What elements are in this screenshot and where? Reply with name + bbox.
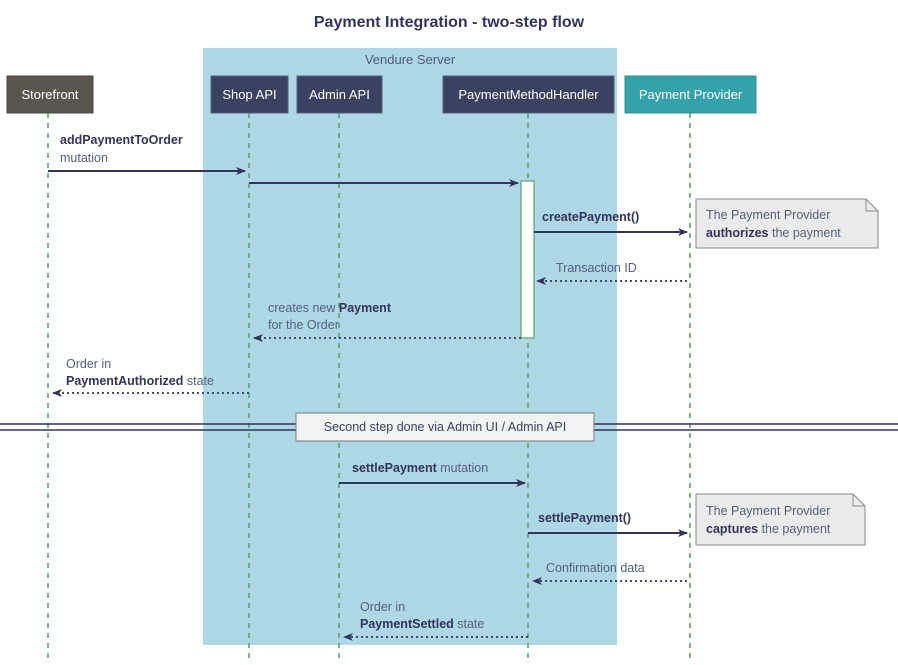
message-label-m1-line2: mutation: [60, 151, 108, 165]
note-fold-corner-1: [865, 199, 878, 212]
message-label-m9: Confirmation data: [546, 561, 645, 575]
message-order-payment-settled: Order in PaymentSettled state: [343, 600, 528, 641]
group-label-vendure-server: Vendure Server: [365, 52, 456, 67]
participant-shopapi[interactable]: Shop API: [210, 75, 289, 114]
message-label-m5-line1: creates new Payment: [268, 301, 392, 315]
participant-label-adminapi: Admin API: [309, 87, 370, 102]
message-label-m10-line1: Order in: [360, 600, 405, 614]
divider-label-text: Second step done via Admin UI / Admin AP…: [324, 420, 567, 434]
note-text-2-line1: The Payment Provider: [706, 504, 830, 518]
message-label-m8: settlePayment(): [538, 511, 631, 525]
note-captures: The Payment Provider captures the paymen…: [695, 493, 866, 546]
message-label-m4: Transaction ID: [556, 261, 637, 275]
participant-handler[interactable]: PaymentMethodHandler: [442, 75, 615, 114]
divider-label-box: [295, 412, 595, 442]
divider-second-step: Second step done via Admin UI / Admin AP…: [0, 412, 898, 442]
message-label-m7: settlePayment mutation: [352, 461, 488, 475]
participant-label-shopapi: Shop API: [222, 87, 276, 102]
message-label-m5-line2: for the Order: [268, 318, 339, 332]
message-settle-payment-mutation: settlePayment mutation: [339, 461, 526, 487]
message-label-m6-line1: Order in: [66, 357, 111, 371]
participant-label-provider: Payment Provider: [639, 87, 743, 102]
participant-label-storefront: Storefront: [21, 87, 78, 102]
note-text-1-line1: The Payment Provider: [706, 208, 830, 222]
participant-provider[interactable]: Payment Provider: [624, 75, 757, 114]
message-order-payment-authorized: Order in PaymentAuthorized state: [52, 357, 249, 397]
participant-box-shopapi[interactable]: [210, 75, 289, 114]
participant-box-handler[interactable]: [442, 75, 615, 114]
message-create-payment: createPayment(): [534, 210, 688, 236]
message-confirmation-data: Confirmation data: [532, 561, 687, 585]
participant-box-provider[interactable]: [624, 75, 757, 114]
note-body-1: [695, 198, 879, 249]
message-transaction-id: Transaction ID: [536, 261, 687, 285]
participant-adminapi[interactable]: Admin API: [296, 75, 383, 114]
note-text-1-line2: authorizes the payment: [706, 226, 841, 240]
participant-box-adminapi[interactable]: [296, 75, 383, 114]
note-body-2: [695, 493, 866, 546]
note-fold-corner-2: [852, 494, 865, 507]
group-box-vendure-server: [203, 48, 617, 645]
participant-storefront[interactable]: Storefront: [6, 75, 94, 114]
diagram-title: Payment Integration - two-step flow: [314, 14, 585, 31]
note-text-2-line2: captures the payment: [706, 522, 831, 536]
participant-box-storefront[interactable]: [6, 75, 94, 114]
participant-label-handler: PaymentMethodHandler: [458, 87, 599, 102]
message-label-m10-line2: PaymentSettled state: [360, 617, 484, 631]
note-authorizes: The Payment Provider authorizes the paym…: [695, 198, 879, 249]
message-add-payment-to-order: addPaymentToOrder mutation: [48, 133, 246, 175]
message-label-m3: createPayment(): [542, 210, 639, 224]
activation-bar-handler-step1: [520, 180, 535, 339]
message-label-m1-line1: addPaymentToOrder: [60, 133, 183, 147]
message-creates-new-payment: creates new Payment for the Order: [253, 301, 521, 342]
message-settle-payment-call: settlePayment(): [528, 511, 688, 537]
message-label-m6-line2: PaymentAuthorized state: [66, 374, 214, 388]
